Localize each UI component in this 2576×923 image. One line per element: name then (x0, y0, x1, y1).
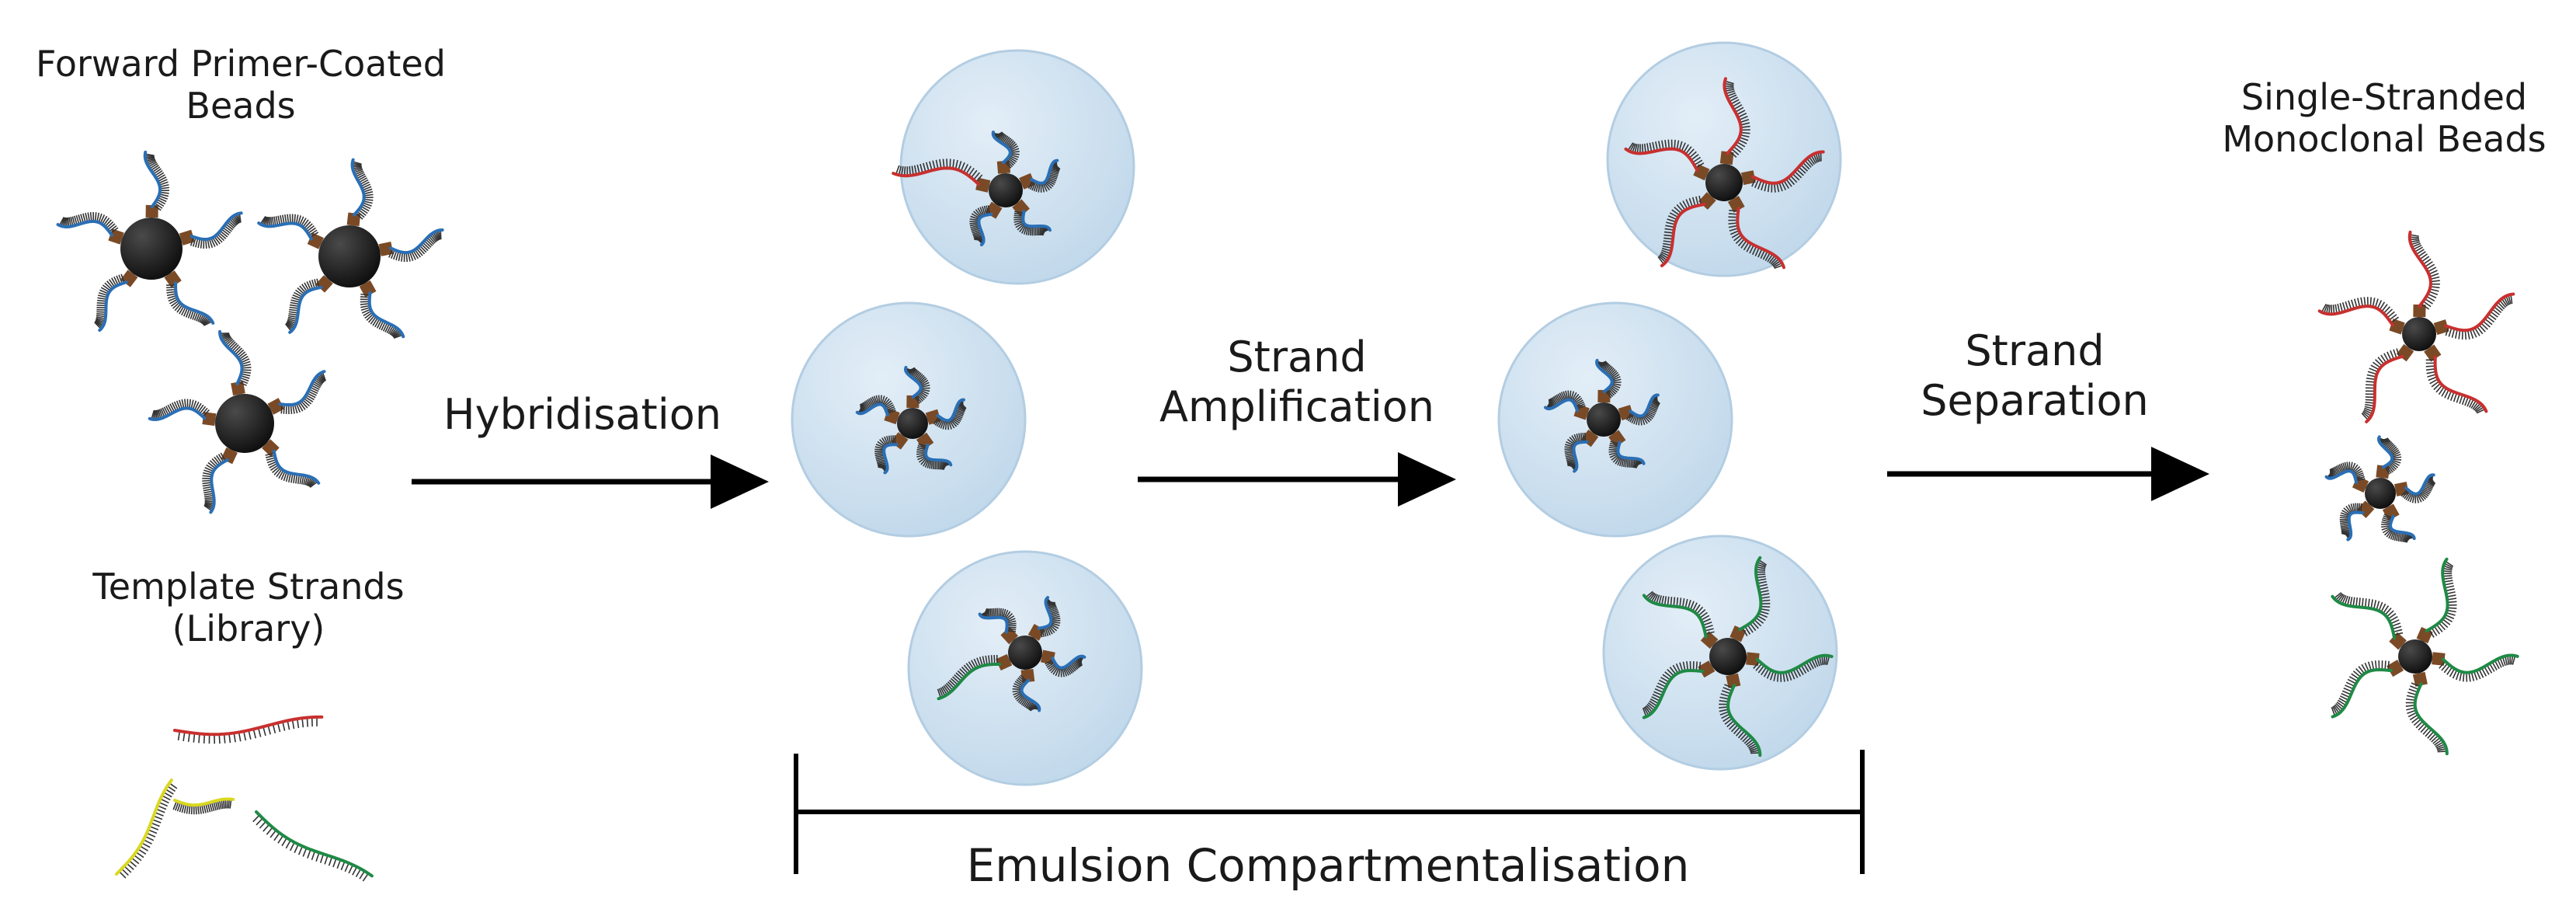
template-strands (116, 717, 372, 881)
separation-line-2: Separation (1887, 376, 2182, 426)
primer-bead-1-core (120, 218, 183, 280)
mono-bead-red-core (2402, 317, 2436, 351)
mono-bead-blank-strand-2 (2340, 503, 2362, 540)
mono-bead-green (2331, 559, 2517, 754)
template-strands-label: Template Strands (Library) (47, 566, 450, 650)
template-green (253, 812, 372, 881)
primer-bead-1-strand-0 (191, 213, 242, 249)
template-red (175, 717, 322, 744)
primer-bead-2-strand-3 (259, 214, 318, 239)
amplified-bead-red-core (1705, 164, 1743, 201)
mono-bead-green-strand-2 (2331, 660, 2391, 717)
amplification-arrowhead (1398, 452, 1456, 507)
primer-bead-2-strand-1 (360, 293, 404, 338)
amplified-bead-green-core (1709, 638, 1747, 675)
primer-bead-3-core (215, 394, 274, 453)
mono-bead-red-strand-3 (2320, 297, 2399, 325)
mono-bead-red (2320, 232, 2514, 422)
arrows (412, 447, 2209, 509)
mono-bead-blank (2327, 437, 2435, 542)
mono-bead-green-core (2398, 639, 2432, 674)
forward-primer-line-1: Forward Primer-Coated (16, 43, 466, 85)
droplet-bead-3-core (1008, 636, 1042, 670)
droplet-bead-1-core (989, 173, 1023, 207)
hybridisation-label: Hybridisation (419, 390, 746, 440)
mono-bead-blank-strand-1 (2381, 514, 2414, 542)
primer-bead-2 (259, 160, 442, 338)
forward-primer-label: Forward Primer-Coated Beads (16, 43, 466, 127)
separation-line-1: Strand (1887, 326, 2182, 376)
single-stranded-line-1: Single-Stranded (2198, 76, 2571, 118)
primer-bead-3 (150, 332, 325, 512)
mono-bead-green-strand-4 (2426, 559, 2456, 638)
template-line-1: Template Strands (47, 566, 450, 608)
template-yellow-b (173, 799, 233, 814)
mono-bead-red-strand-1 (2426, 357, 2487, 413)
primer-bead-1-strand-1 (166, 283, 213, 326)
primer-bead-2-strand-4 (353, 160, 374, 219)
mono-bead-red-strand-4 (2410, 232, 2440, 309)
amplified-bead-blank-core (1587, 402, 1621, 437)
primer-bead-1-strand-3 (58, 212, 118, 235)
primer-bead-1-strand-2 (95, 274, 127, 330)
emulsion-label: Emulsion Compartmentalisation (901, 839, 1755, 892)
mono-bead-blank-strand-0 (2401, 475, 2435, 503)
separation-arrowhead (2151, 447, 2209, 501)
hybridisation-arrowhead (711, 455, 769, 509)
primer-bead-3-strand-1 (266, 451, 319, 488)
droplet-1 (901, 51, 1134, 284)
primer-bead-1-strand-4 (145, 152, 169, 211)
amplification-label: Strand Amplification (1142, 333, 1452, 431)
primer-bead-3-strand-4 (220, 332, 251, 385)
droplet-bead-2-core (897, 408, 928, 439)
template-yellow-a (116, 780, 177, 878)
separation-label: Strand Separation (1887, 326, 2182, 425)
mono-bead-green-strand-3 (2332, 593, 2403, 638)
mono-bead-green-strand-0 (2439, 655, 2518, 681)
single-stranded-label: Single-Stranded Monoclonal Beads (2198, 76, 2571, 161)
amplification-line-2: Amplification (1142, 382, 1452, 432)
primer-bead-2-strand-0 (389, 230, 443, 262)
mono-bead-green-strand-1 (2406, 683, 2447, 754)
mono-bead-red-strand-0 (2446, 294, 2513, 340)
primer-bead-3-strand-0 (280, 371, 326, 414)
primer-bead-1 (58, 152, 242, 330)
mono-bead-blank-core (2365, 478, 2396, 509)
mono-bead-red-strand-2 (2362, 349, 2402, 422)
primer-bead-2-core (318, 225, 381, 287)
amplification-line-1: Strand (1142, 333, 1452, 382)
primer-bead-3-strand-2 (202, 453, 227, 512)
template-line-2: (Library) (47, 608, 450, 650)
primer-bead-2-strand-2 (286, 279, 322, 333)
forward-primer-line-2: Beads (16, 85, 466, 127)
single-stranded-line-2: Monoclonal Beads (2198, 118, 2571, 160)
primer-bead-3-strand-3 (150, 399, 210, 420)
